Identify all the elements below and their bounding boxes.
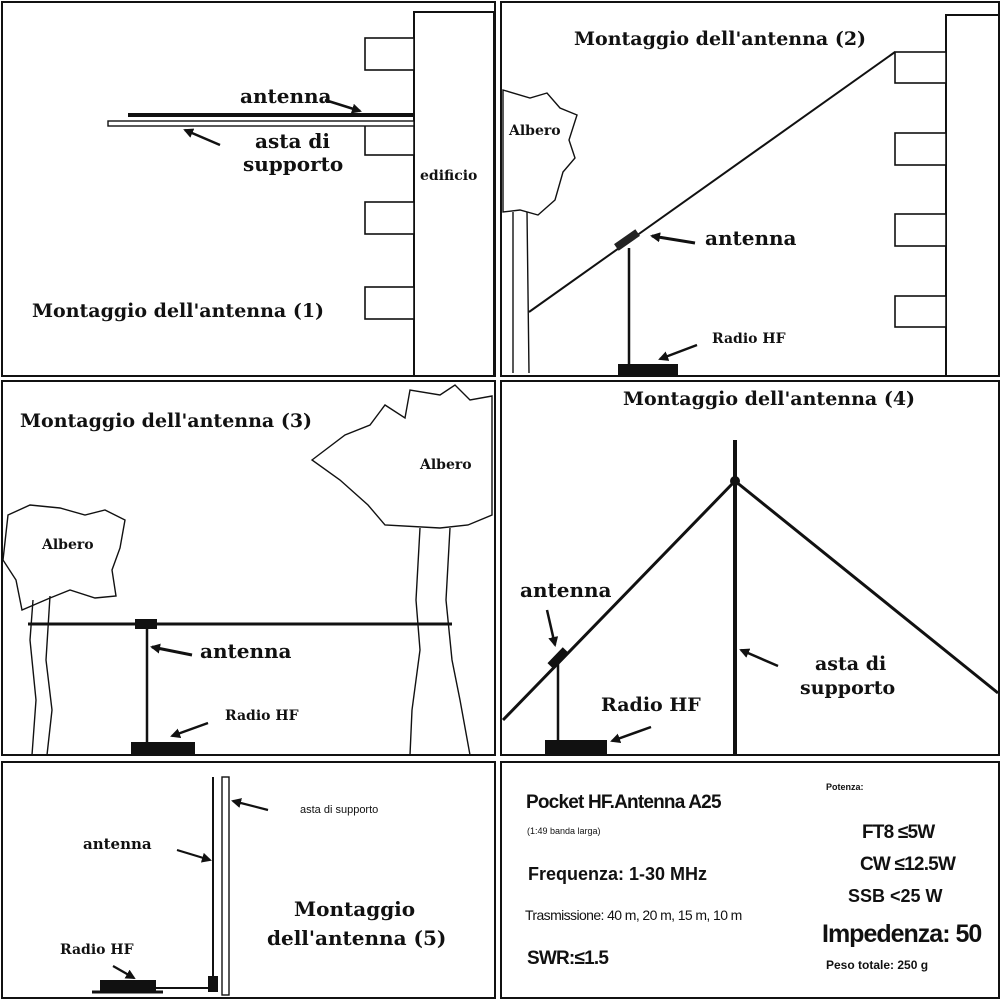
building-windows [364, 37, 415, 320]
antenna-wire-left [501, 479, 737, 722]
antenna-arrow [176, 848, 212, 863]
antenna-unit [547, 647, 570, 670]
panel-1: antenna asta di supporto edificio Montag… [1, 1, 496, 377]
hf-radio [618, 364, 678, 376]
radio-label: Radio HF [601, 694, 701, 716]
radio-label: Radio HF [225, 708, 299, 724]
antenna-label: antenna [83, 835, 152, 853]
tree-left-label: Albero [41, 537, 94, 553]
support-pole [221, 776, 230, 996]
tree-right-trunk [409, 527, 471, 756]
antenna-wire-right [734, 479, 999, 695]
antenna-base [208, 976, 218, 992]
swr: SWR:≤1.5 [527, 948, 609, 969]
radio-arrow [170, 721, 209, 738]
support-pole [107, 120, 415, 127]
panel-5-frame [1, 761, 496, 999]
product-name: Pocket HF.Antenna A25 [526, 792, 722, 813]
tree-right-label: Albero [419, 457, 472, 473]
support-label: asta di supporto [300, 804, 378, 816]
antenna-unit [614, 229, 640, 251]
specs-frame [500, 761, 1000, 999]
impedance: Impedenza: 50 [822, 920, 981, 948]
antenna-arrow [545, 609, 559, 647]
tree-right-canopy [310, 384, 493, 529]
panel-5-title-line1: Montaggio [294, 897, 415, 921]
antenna-label: antenna [200, 639, 292, 663]
antenna-arrow [150, 643, 193, 657]
panel-3-title: Montaggio dell'antenna (3) [20, 410, 312, 432]
broadband-note: (1:49 banda larga) [527, 826, 601, 836]
support-arrow [739, 648, 779, 668]
specs-panel: Pocket HF.Antenna A25 (1:49 banda larga)… [500, 761, 1000, 999]
radio-arrow [658, 343, 698, 361]
panel-5-title-line2: dell'antenna (5) [267, 926, 446, 950]
panel-4-frame [500, 380, 1000, 756]
hf-radio [131, 742, 195, 755]
panel-4-title: Montaggio dell'antenna (4) [623, 388, 915, 410]
total-weight: Peso totale: 250 g [826, 958, 928, 972]
tree-left-trunk [29, 595, 53, 756]
hf-radio [100, 980, 156, 993]
panel-1-title: Montaggio dell'antenna (1) [32, 300, 324, 322]
antenna-label: antenna [240, 84, 332, 108]
support-label-line1: asta di [815, 653, 886, 675]
antenna-label: antenna [520, 578, 612, 602]
tree-left-canopy [2, 504, 126, 611]
antenna-arrow [324, 98, 362, 114]
tree-trunk [512, 211, 530, 374]
panel-2-title: Montaggio dell'antenna (2) [574, 28, 866, 50]
panel-5: asta di supporto antenna Montaggio dell'… [1, 761, 496, 999]
transmission: Trasmissione: 40 m, 20 m, 15 m, 10 m [525, 907, 742, 923]
power-ssb: SSB <25 W [848, 886, 943, 906]
power-label: Potenza: [826, 782, 864, 792]
radio-label: Radio HF [712, 331, 786, 347]
building [945, 14, 1000, 377]
antenna-wire [528, 51, 896, 313]
power-cw: CW ≤12.5W [860, 854, 956, 875]
support-label-line2: supporto [243, 152, 343, 176]
radio-label: Radio HF [60, 942, 134, 958]
tree-label: Albero [508, 123, 561, 139]
support-label-line2: supporto [800, 677, 895, 699]
building-label: edificio [420, 168, 477, 184]
support-arrow [183, 128, 221, 147]
building-windows [894, 51, 947, 328]
power-ft8: FT8 ≤5W [862, 822, 935, 843]
frequency: Frequenza: 1-30 MHz [528, 864, 707, 884]
apex [730, 476, 740, 486]
antenna-arrow [650, 232, 696, 245]
support-arrow [231, 798, 269, 812]
antenna-unit [135, 619, 157, 629]
panel-3: Montaggio dell'antenna (3) Albero Albero… [1, 380, 496, 756]
support-label-line1: asta di [255, 129, 330, 153]
antenna-label: antenna [705, 226, 797, 250]
hf-radio [545, 740, 607, 755]
tree-canopy [502, 89, 578, 216]
building [413, 11, 495, 377]
panel-3-frame [1, 380, 496, 756]
radio-arrow [112, 965, 136, 979]
panel-4: Montaggio dell'antenna (4) antenna Radio… [500, 380, 1000, 756]
panel-2: Montaggio dell'antenna (2) Albero antenn… [500, 1, 1000, 377]
radio-arrow [610, 725, 652, 744]
